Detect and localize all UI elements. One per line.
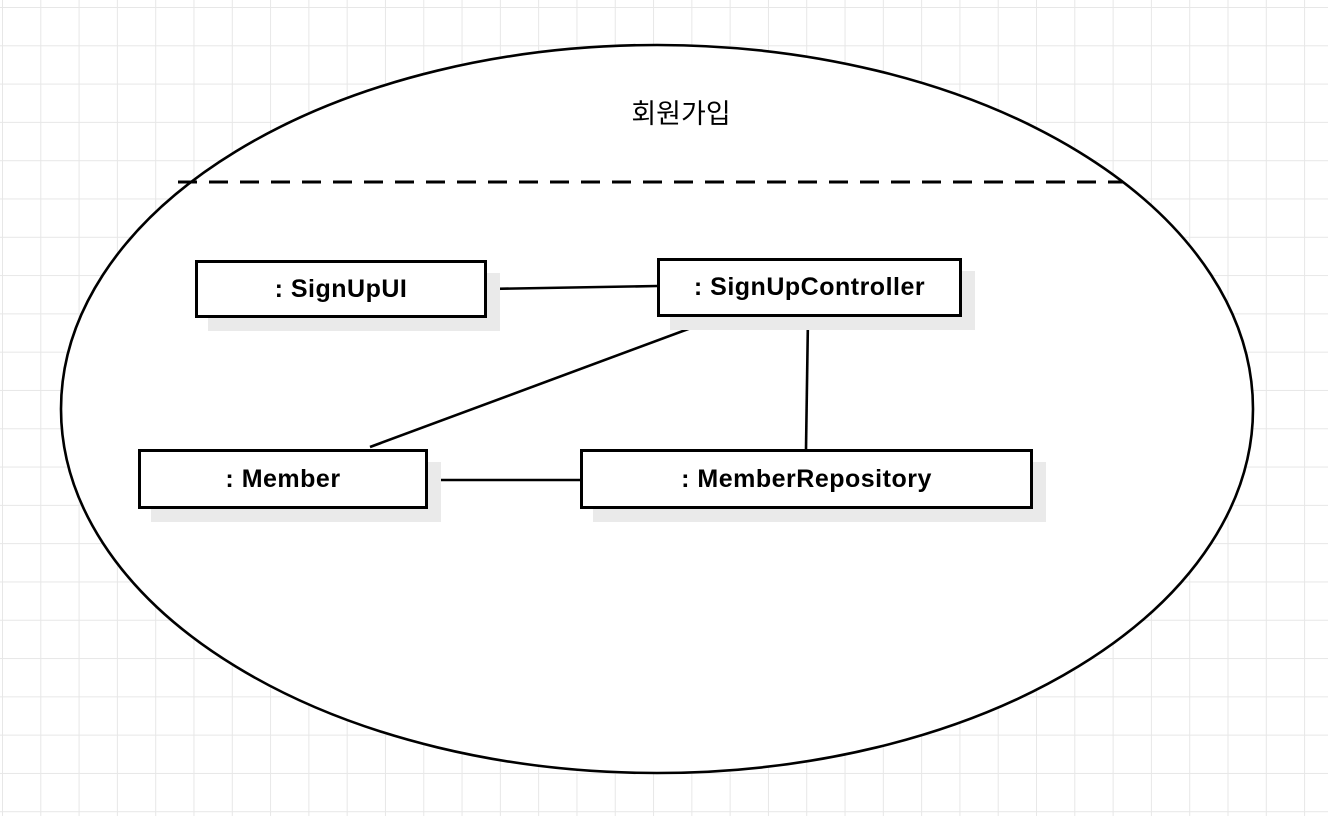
- edge-signupcontroller-member: [369, 316, 719, 449]
- object-node-member: : Member: [138, 449, 428, 509]
- usecase-boundary-ellipse: [59, 43, 1255, 775]
- object-node-label: : Member: [225, 464, 341, 493]
- edge-signupcontroller-memberrepository: [804, 316, 810, 450]
- usecase-title: 회원가입: [631, 99, 731, 129]
- object-node-signup-ui: : SignUpUI: [195, 260, 487, 318]
- object-node-signup-controller: : SignUpController: [657, 258, 962, 317]
- object-node-label: : SignUpUI: [274, 274, 408, 303]
- edge-signupui-signupcontroller: [486, 284, 658, 291]
- object-node-label: : MemberRepository: [681, 464, 932, 493]
- object-node-label: : SignUpController: [693, 273, 926, 301]
- object-node-member-repository: : MemberRepository: [580, 449, 1033, 509]
